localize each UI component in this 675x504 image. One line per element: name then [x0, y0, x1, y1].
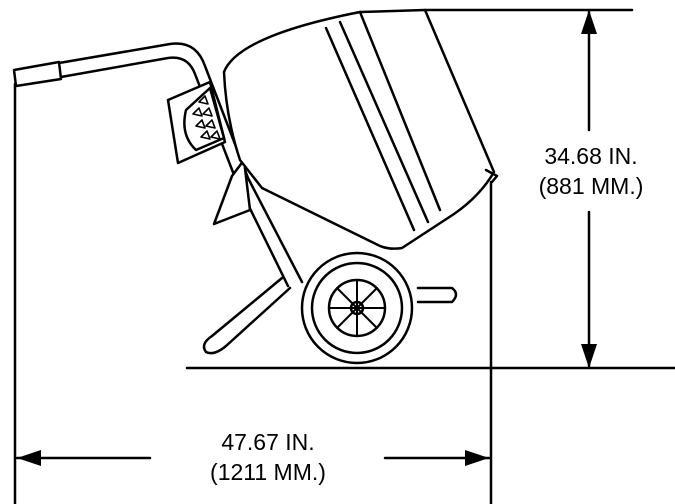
drive-pinion — [212, 158, 252, 226]
height-metric: (881 MM.) — [538, 173, 644, 199]
wheel — [300, 251, 414, 365]
width-dimension-arrow — [15, 450, 491, 466]
handle-frame — [57, 42, 304, 288]
height-dimension-arrow — [581, 10, 597, 368]
height-dimension-label: 34.68 IN. (881 MM.) — [516, 141, 666, 201]
motor-housing — [166, 80, 227, 165]
width-imperial: 47.67 IN. — [221, 429, 315, 455]
handle-grip — [12, 60, 63, 88]
width-dimension-label: 47.67 IN. (1211 MM.) — [168, 427, 368, 487]
support-leg — [202, 276, 458, 355]
height-imperial: 34.68 IN. — [544, 143, 638, 169]
width-metric: (1211 MM.) — [210, 459, 326, 485]
mixing-drum — [222, 8, 499, 250]
